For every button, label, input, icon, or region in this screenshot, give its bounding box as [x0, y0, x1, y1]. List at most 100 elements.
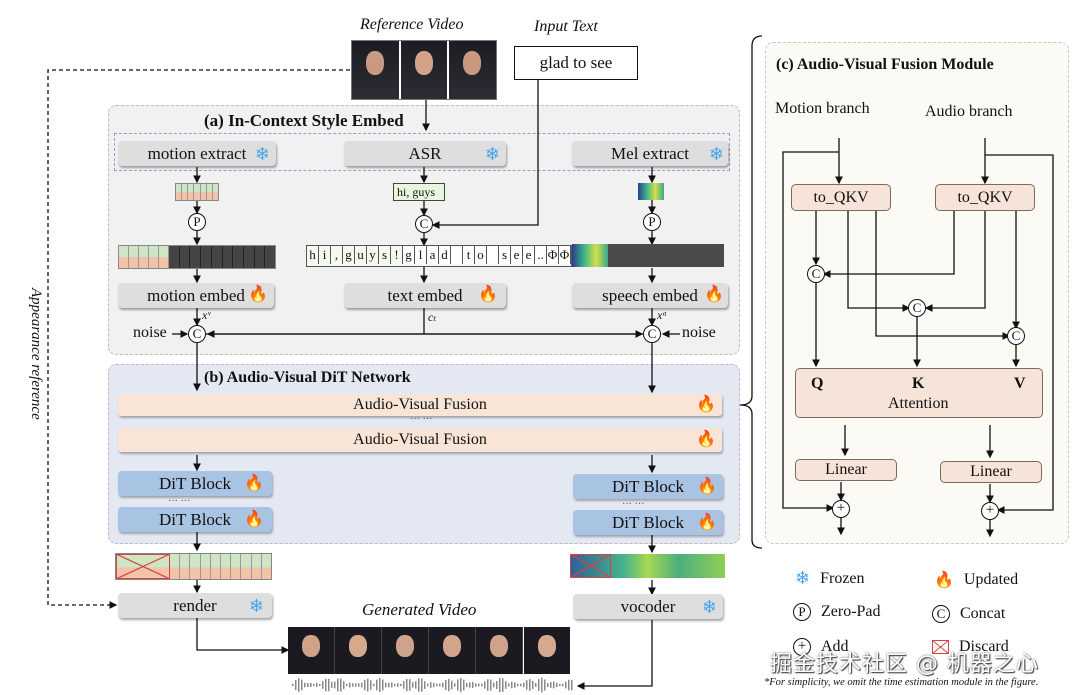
waveform-bar [328, 678, 330, 692]
audio-to-qkv: to_QKV [935, 184, 1035, 211]
waveform-bar [448, 678, 450, 692]
snowflake-icon: ❄ [248, 596, 264, 616]
text-token: s [379, 246, 391, 264]
extractor-group [114, 133, 730, 171]
text-token: , [331, 246, 343, 264]
waveform-bar [322, 681, 324, 689]
text-token: ! [391, 246, 403, 264]
waveform-bar [550, 682, 552, 688]
waveform-bar [334, 681, 336, 689]
waveform-bar [310, 682, 312, 688]
waveform-bar [292, 684, 294, 686]
text-token: l [415, 246, 427, 264]
waveform-bar [367, 678, 369, 692]
panel-b-title: (b) Audio-Visual DiT Network [204, 369, 411, 386]
motion-extract-block: motion extract ❄ [118, 141, 276, 166]
waveform-bar [490, 679, 492, 691]
speech-embed-label: speech embed [602, 285, 698, 305]
asr-output: hi, guys [393, 183, 445, 201]
zero-pad-icon: P [793, 603, 811, 621]
waveform-bar [313, 683, 315, 687]
text-token [451, 246, 463, 264]
flame-icon: 🔥 [696, 431, 716, 448]
waveform-bar [358, 683, 360, 687]
discard-icon [570, 554, 611, 578]
waveform-bar [538, 679, 540, 691]
padded-motion-sequence [118, 245, 276, 269]
discard-icon [932, 640, 949, 654]
waveform-bar [361, 682, 363, 688]
waveform-bar [319, 683, 321, 687]
audio-output-mel [570, 554, 725, 578]
waveform-bar [337, 678, 339, 692]
audio-linear: Linear [940, 461, 1042, 483]
legend-label: Add [821, 638, 849, 655]
ellipsis: ··· ··· [622, 499, 645, 510]
zero-pad-icon: P [188, 213, 206, 231]
waveform-bar [505, 681, 507, 689]
text-token: Φ [559, 246, 571, 264]
render-block: render ❄ [118, 593, 272, 618]
flame-icon: 🔥 [244, 511, 264, 528]
legend-updated: 🔥 Updated [934, 570, 1018, 590]
text-embed-label: text embed [387, 285, 463, 305]
legend-add: + Add [793, 638, 849, 656]
waveform-bar [316, 682, 318, 688]
add-icon: + [981, 502, 999, 520]
waveform-bar [484, 681, 486, 689]
waveform-bar [532, 680, 534, 690]
waveform-bar [529, 679, 531, 691]
waveform-bar [472, 682, 474, 688]
audio-branch-label: Audio branch [925, 103, 1013, 120]
render-label: render [173, 595, 217, 615]
waveform-bar [325, 678, 327, 692]
text-condition-symbol: cₜ [428, 310, 437, 324]
legend-concat: C Concat [932, 605, 1005, 623]
waveform-bar [382, 679, 384, 691]
waveform-bar [556, 682, 558, 688]
asr-label: ASR [408, 143, 442, 163]
waveform-bar [295, 679, 297, 691]
waveform-bar [388, 682, 390, 688]
panel-c-title: (c) Audio-Visual Fusion Module [776, 56, 994, 73]
waveform-bar [427, 683, 429, 687]
waveform-bar [403, 681, 405, 689]
waveform-bar [499, 678, 501, 692]
text-token: e [523, 246, 535, 264]
motion-branch-label: Motion branch [775, 100, 870, 117]
input-text-box: glad to see [514, 46, 638, 80]
waveform-bar [478, 683, 480, 687]
legend-zero-pad: P Zero-Pad [793, 603, 881, 621]
waveform-bar [331, 681, 333, 689]
noise-label-left: noise [133, 324, 167, 341]
snowflake-icon: ❄ [795, 568, 811, 588]
legend-label: Zero-Pad [821, 603, 881, 620]
waveform-bar [460, 677, 462, 693]
audio-visual-fusion-layer: Audio-Visual Fusion 🔥 [118, 428, 722, 452]
vocoder-block: vocoder ❄ [573, 594, 723, 619]
appearance-reference-label: Appearance reference [28, 288, 44, 420]
concat-icon: C [415, 215, 433, 233]
waveform-bar [343, 681, 345, 689]
add-icon: + [832, 500, 850, 518]
waveform-bar [457, 679, 459, 691]
audio-dit-block: DiT Block 🔥 [573, 510, 723, 535]
text-token: y [367, 246, 379, 264]
waveform-bar [445, 680, 447, 690]
text-token: g [403, 246, 415, 264]
fusion-label: Audio-Visual Fusion [353, 431, 487, 448]
motion-to-qkv: to_QKV [791, 184, 891, 211]
concat-icon: C [807, 265, 825, 283]
audio-visual-fusion-layer: Audio-Visual Fusion 🔥 [118, 394, 722, 416]
waveform-bar [520, 683, 522, 687]
fusion-label: Audio-Visual Fusion [353, 396, 487, 413]
text-token: e [511, 246, 523, 264]
legend-label: Frozen [820, 569, 865, 587]
waveform-bar [565, 681, 567, 689]
motion-latent-symbol: xᵛ [202, 308, 211, 322]
flame-icon: 🔥 [697, 478, 717, 495]
speech-embed-block: speech embed 🔥 [572, 283, 728, 308]
waveform-bar [535, 683, 537, 687]
